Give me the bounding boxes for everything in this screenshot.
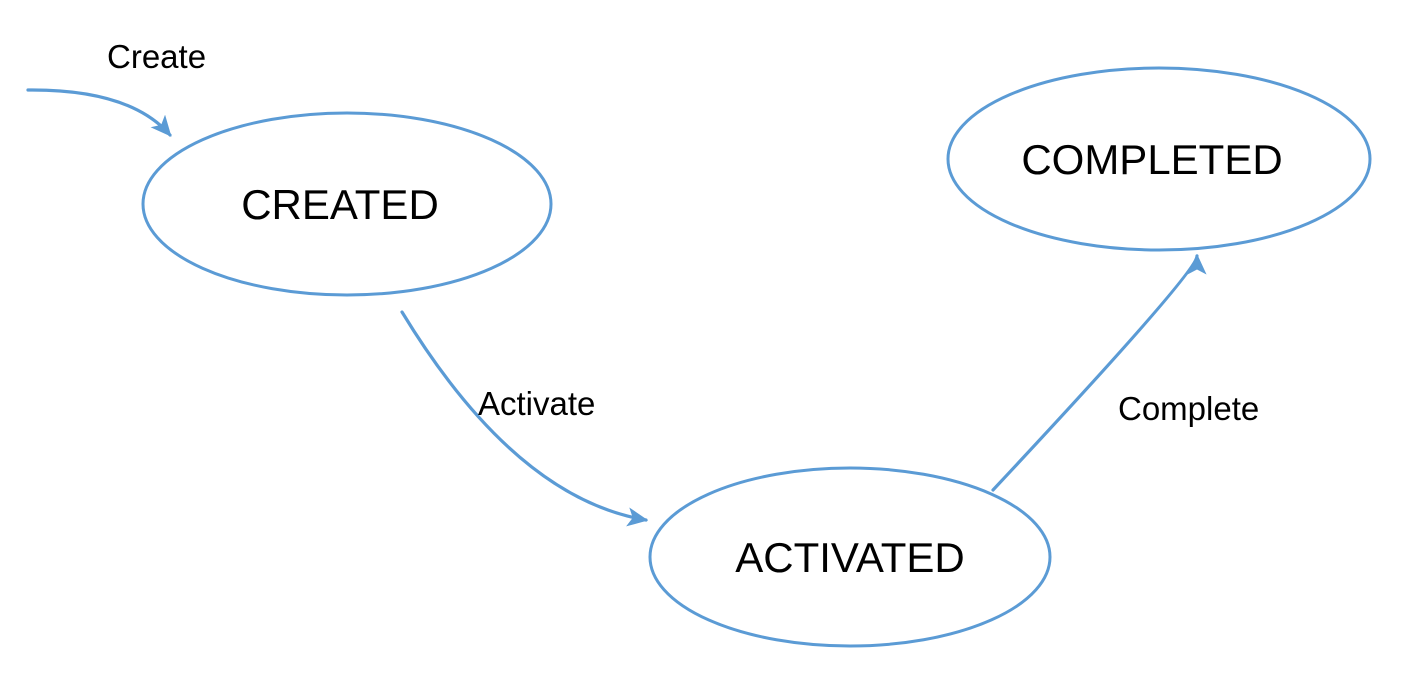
state-node-activated-ellipse <box>648 466 1052 648</box>
edge-create-arrow <box>26 88 172 137</box>
state-node-created: CREATED <box>141 111 553 297</box>
state-node-created-ellipse <box>141 111 553 297</box>
state-node-completed-ellipse <box>946 66 1372 252</box>
state-node-activated: ACTIVATED <box>648 466 1052 648</box>
edge-complete: Complete <box>991 253 1259 492</box>
edge-activate-label: Activate <box>478 385 595 422</box>
edge-create-label: Create <box>107 38 206 75</box>
edge-complete-label: Complete <box>1118 390 1259 427</box>
edge-complete-arrow <box>991 253 1207 492</box>
edge-create: Create <box>26 38 206 137</box>
edge-activate: Activate <box>400 310 649 527</box>
state-node-completed-label: COMPLETED <box>1021 136 1282 183</box>
state-node-completed: COMPLETED <box>946 66 1372 252</box>
state-node-created-label: CREATED <box>241 181 439 228</box>
edge-activate-arrow <box>400 310 649 527</box>
state-node-activated-label: ACTIVATED <box>735 534 964 581</box>
